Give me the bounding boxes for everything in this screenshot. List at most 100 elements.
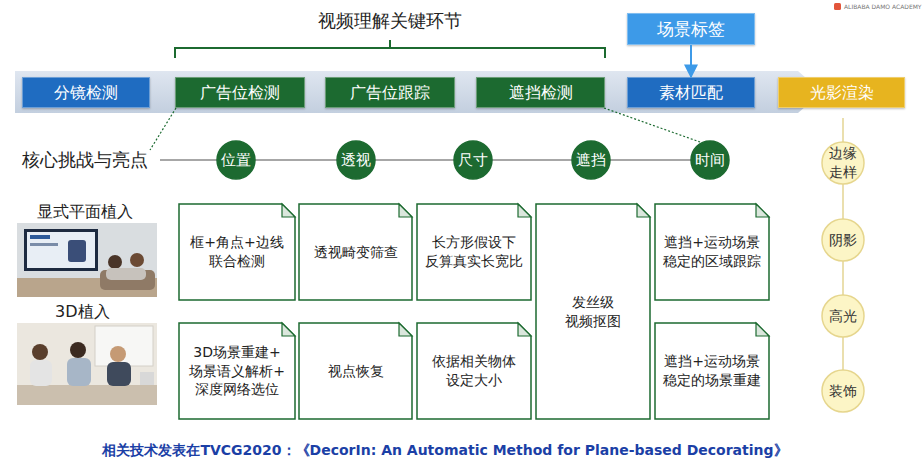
- circle-shape: [822, 295, 864, 337]
- method-card: 3D场景重建+ 场景语义解析+ 深度网络选位: [178, 322, 296, 420]
- card-fold: [399, 323, 412, 336]
- diagram-title: 视频理解关键环节: [290, 9, 490, 33]
- card-fold: [399, 204, 412, 217]
- card-shape: [299, 323, 412, 419]
- pipeline-band: [15, 71, 822, 113]
- living-room-photo: [17, 223, 157, 297]
- card-outline: [654, 322, 770, 420]
- card-shape: [299, 204, 412, 300]
- card-outline: [654, 203, 770, 301]
- render-circle: 高光: [821, 294, 865, 338]
- flow-arrow: [690, 45, 692, 77]
- node-text: 遮挡+运动场景 稳定的区域跟踪: [661, 233, 763, 271]
- circle-shape: [454, 141, 492, 179]
- card-fold: [756, 204, 769, 217]
- person-body: [106, 268, 146, 280]
- tv-content: [30, 243, 58, 246]
- process-box: 广告位跟踪: [325, 77, 455, 108]
- row-label: 3D植入: [55, 302, 110, 323]
- circle-shape: [572, 141, 610, 179]
- node-text: 长方形假设下 反算真实长宽比: [423, 233, 525, 271]
- card-fold: [756, 323, 769, 336]
- watermark: ALIBABA DAMO ACADEMY: [844, 3, 922, 10]
- challenge-circle: 位置: [216, 140, 256, 180]
- meeting-room-photo: [17, 323, 157, 405]
- tv-screen: [27, 232, 95, 268]
- card-outline: [416, 203, 532, 301]
- node-text: 遮挡+运动场景 稳定的场景重建: [661, 352, 763, 390]
- circle-shape: [217, 141, 255, 179]
- laptop: [140, 372, 154, 385]
- node-text: 阴影: [829, 231, 857, 250]
- leader-line: [604, 108, 700, 142]
- group-bracket: [175, 40, 605, 58]
- person-body: [67, 358, 91, 386]
- photo-background: [17, 323, 157, 405]
- card-fold: [282, 204, 295, 217]
- card-fold: [518, 204, 531, 217]
- node-text: 视点恢复: [328, 362, 384, 381]
- node-text: 尺寸: [458, 150, 488, 170]
- node-text: 透视: [341, 150, 371, 170]
- row-heading: 核心挑战与亮点: [22, 148, 148, 172]
- node-text: 遮挡检测: [509, 82, 573, 104]
- node-text: 遮挡: [576, 150, 606, 170]
- node-text: 发丝级 视频抠图: [542, 293, 644, 331]
- card-shape: [179, 204, 295, 300]
- card-outline: [178, 203, 296, 301]
- person-head: [110, 346, 126, 362]
- node-text: 素材匹配: [659, 82, 723, 104]
- render-circle: 边缘 走样: [821, 141, 865, 185]
- card-fold: [518, 323, 531, 336]
- render-circle: 阴影: [821, 218, 865, 262]
- node-text: 装饰: [829, 382, 857, 401]
- circle-shape: [337, 141, 375, 179]
- circle-shape: [822, 142, 864, 184]
- process-box: 广告位检测: [175, 77, 305, 108]
- card-shape: [536, 204, 650, 419]
- challenge-circle: 遮挡: [571, 140, 611, 180]
- card-shape: [655, 323, 769, 419]
- method-card: 框+角点+边线 联合检测: [178, 203, 296, 301]
- process-box: 遮挡检测: [476, 77, 605, 108]
- node-text: 场景标签: [657, 18, 725, 41]
- node-text: 广告位跟踪: [350, 82, 430, 104]
- challenge-circle: 尺寸: [453, 140, 493, 180]
- person-head: [130, 253, 144, 267]
- person-head: [108, 255, 122, 269]
- node-text: 边缘 走样: [828, 144, 858, 182]
- node-text: 时间: [695, 150, 725, 170]
- circle-shape: [822, 219, 864, 261]
- process-box: 素材匹配: [627, 77, 755, 108]
- person-body: [30, 360, 52, 386]
- method-card: 遮挡+运动场景 稳定的场景重建: [654, 322, 770, 420]
- process-box: 光影渲染: [778, 77, 905, 108]
- method-card: 长方形假设下 反算真实长宽比: [416, 203, 532, 301]
- node-text: 框+角点+边线 联合检测: [185, 233, 289, 271]
- window: [95, 326, 153, 366]
- process-box: 分镜检测: [22, 77, 150, 108]
- card-fold: [282, 323, 295, 336]
- node-text: 3D场景重建+ 场景语义解析+ 深度网络选位: [185, 343, 289, 400]
- person-body: [107, 362, 131, 386]
- render-circle: 装饰: [821, 369, 865, 413]
- node-text: 光影渲染: [810, 82, 874, 104]
- method-card: 遮挡+运动场景 稳定的区域跟踪: [654, 203, 770, 301]
- card-shape: [655, 204, 769, 300]
- circle-shape: [691, 141, 729, 179]
- tag-box: 场景标签: [627, 13, 755, 45]
- node-text: 透视畸变筛查: [314, 243, 398, 262]
- row-label: 显式平面植入: [37, 202, 133, 223]
- method-card: 透视畸变筛查: [298, 203, 413, 301]
- tv-frame: [24, 229, 98, 271]
- card-shape: [179, 323, 295, 419]
- node-text: 位置: [221, 150, 251, 170]
- method-card: 视点恢复: [298, 322, 413, 420]
- person-head: [32, 344, 48, 360]
- card-outline: [416, 322, 532, 420]
- caption: 相关技术发表在TVCG2020：《DecorIn: An Automatic M…: [0, 442, 890, 460]
- tv-content: [30, 235, 50, 239]
- watermark-logo: [834, 3, 841, 10]
- card-shape: [417, 204, 531, 300]
